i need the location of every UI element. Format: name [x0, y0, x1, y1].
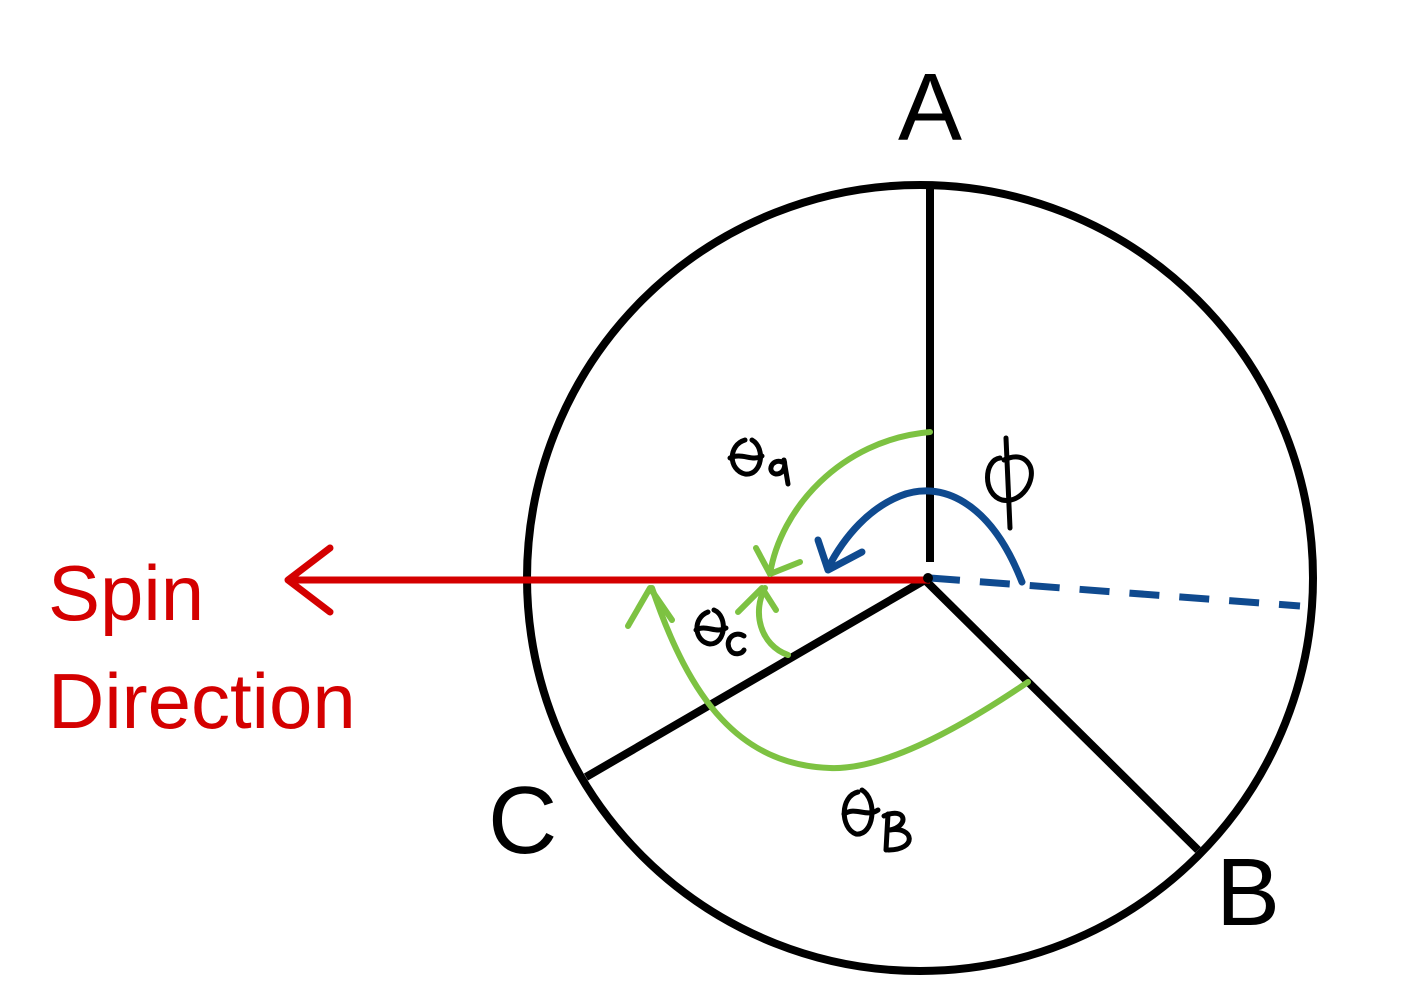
phi-reference-dashed-line [929, 574, 1301, 610]
spin-label-line2: Direction [48, 657, 356, 745]
label-c: C [488, 767, 557, 874]
theta-c-arrowhead [735, 585, 779, 615]
phi-arc [824, 487, 1026, 586]
theta-b-handwritten-label [841, 787, 912, 853]
label-b: B [1216, 839, 1280, 946]
theta-a-arc [767, 429, 933, 577]
spin-direction-arrowhead [284, 544, 334, 616]
theta-c-arc [755, 585, 791, 658]
theta-a-arrowhead [753, 545, 803, 577]
center-point [923, 573, 933, 583]
theta-b-arc [649, 585, 1031, 772]
theta-b-arrowhead [625, 585, 675, 629]
spoke-b [922, 577, 1201, 853]
spoke-c [583, 576, 928, 781]
phi-arrowhead [814, 536, 866, 574]
phi-handwritten-label [985, 435, 1034, 531]
theta-c-handwritten-label [693, 607, 747, 657]
spin-label-line1: Spin [48, 549, 204, 637]
label-a: A [898, 54, 962, 161]
theta-a-handwritten-label [727, 437, 791, 487]
